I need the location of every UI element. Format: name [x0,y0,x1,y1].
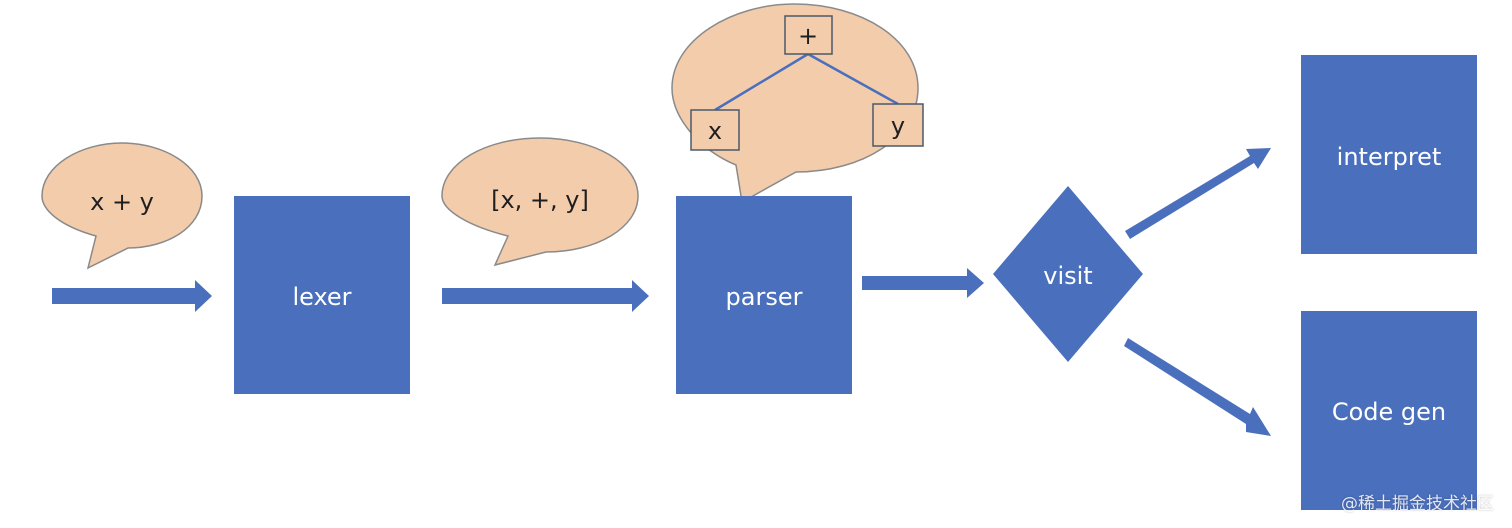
codegen-box: Code gen [1301,311,1477,510]
arrow-visit-to-codegen [1124,338,1271,436]
arrow-lexer-to-parser [442,280,649,312]
source-bubble-text: x + y [90,188,154,216]
source-bubble: x + y [41,142,203,270]
lexer-label: lexer [292,283,351,311]
interpret-label: interpret [1337,143,1442,171]
parser-box: parser [676,196,852,394]
parser-label: parser [726,283,803,311]
arrow-parser-to-visit [862,268,984,298]
lexer-box: lexer [234,196,410,394]
ast-root-node: + [784,15,833,55]
visit-label: visit [1043,262,1092,290]
arrow-visit-to-interpret [1125,148,1271,239]
ast-left-node: x [690,109,740,151]
ast-right-label: y [891,112,905,140]
ast-bubble: + x y [671,3,924,204]
codegen-label: Code gen [1332,398,1446,426]
ast-root-label: + [798,22,818,50]
ast-left-label: x [708,117,722,145]
ast-edge-right [807,52,899,106]
visit-diamond: visit [993,186,1143,362]
watermark-text: @稀土掘金技术社区 [1341,494,1494,514]
tokens-bubble-text: [x, +, y] [491,186,589,214]
interpret-box: interpret [1301,55,1477,254]
tokens-bubble: [x, +, y] [441,137,639,267]
ast-edge-left [714,52,809,112]
arrow-input-to-lexer [52,280,212,312]
ast-right-node: y [872,103,924,147]
